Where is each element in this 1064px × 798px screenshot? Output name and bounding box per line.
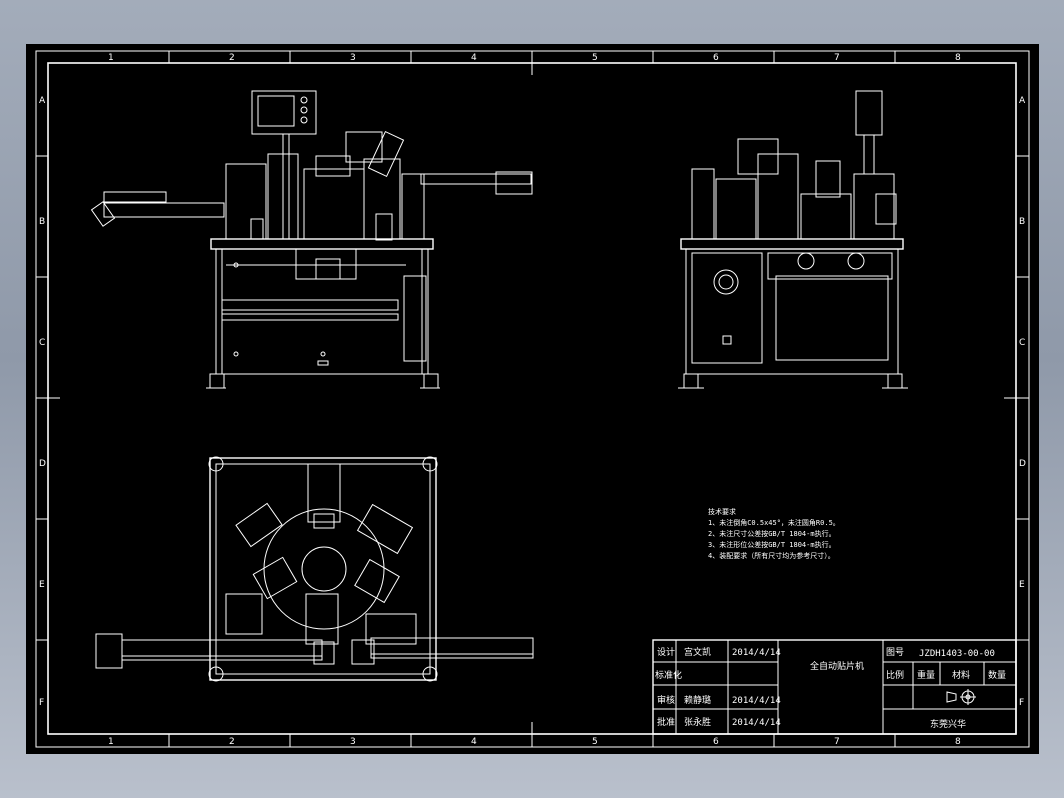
cad-drawing: 1 2 3 4 5 6 7 8 1 2 3 4 5 6 7 8 A B C D E F A B C D E F 技术要求 1、未… xyxy=(35,50,1030,748)
notes-line: 2、未注尺寸公差按GB/T 1804-m执行。 xyxy=(708,529,836,538)
top-view xyxy=(95,456,534,682)
tb-approver: 张永胜 xyxy=(684,716,711,728)
tb-drawing-no-label: 图号 xyxy=(886,647,904,658)
zone-label: 5 xyxy=(592,737,598,747)
zone-label: B xyxy=(1019,217,1025,227)
zone-label: C xyxy=(1019,338,1025,348)
tb-company: 东莞兴华 xyxy=(930,718,966,730)
zone-labels-top: 1 2 3 4 5 6 7 8 xyxy=(108,53,961,63)
zone-label: 8 xyxy=(955,737,961,747)
zone-label: E xyxy=(39,580,45,590)
zone-label: B xyxy=(39,217,45,227)
zone-label: 5 xyxy=(592,53,598,63)
zone-labels-right: A B C D E F xyxy=(1019,96,1026,708)
zone-label: 7 xyxy=(834,53,840,63)
tb-scale-label: 比例 xyxy=(886,669,904,681)
zone-label: 6 xyxy=(713,53,719,63)
tb-qty-label: 数量 xyxy=(988,669,1006,681)
tb-design-label: 设计 xyxy=(657,646,675,658)
notes-line: 1、未注倒角C0.5x45°，未注圆角R0.5。 xyxy=(708,518,840,527)
zone-label: E xyxy=(1019,580,1025,590)
zone-label: 2 xyxy=(229,53,235,63)
notes-line: 3、未注形位公差按GB/T 1804-m执行。 xyxy=(708,540,836,549)
zone-label: 4 xyxy=(471,53,477,63)
notes-line: 4、装配要求（所有尺寸均为参考尺寸）。 xyxy=(708,551,835,560)
tb-review-label: 审核 xyxy=(657,694,675,706)
title-block xyxy=(652,639,1017,735)
tb-drawing-no: JZDH1403-00-00 xyxy=(919,649,995,659)
inner-frame xyxy=(47,62,1017,735)
zone-label: D xyxy=(1019,459,1026,469)
front-view xyxy=(90,90,533,389)
tb-designer: 宫文凯 xyxy=(684,646,711,658)
zone-label: 8 xyxy=(955,53,961,63)
tb-approve-label: 批准 xyxy=(657,716,675,728)
drawing-viewport[interactable]: 1 2 3 4 5 6 7 8 1 2 3 4 5 6 7 8 A B C D E F A B C D E F 技术要求 1、未… xyxy=(26,44,1039,754)
zone-label: 3 xyxy=(350,737,356,747)
zone-label: 6 xyxy=(713,737,719,747)
zone-label: F xyxy=(1019,698,1024,708)
notes-line: 技术要求 xyxy=(708,507,736,516)
zone-labels-left: A B C D E F xyxy=(39,96,46,708)
zone-label: 2 xyxy=(229,737,235,747)
side-view xyxy=(678,90,908,389)
zone-label: F xyxy=(39,698,44,708)
zone-label: D xyxy=(39,459,46,469)
zone-label: C xyxy=(39,338,45,348)
zone-label: 1 xyxy=(108,737,114,747)
tb-design-date: 2014/4/14 xyxy=(732,648,781,658)
zone-label: 3 xyxy=(350,53,356,63)
tb-review-date: 2014/4/14 xyxy=(732,696,781,706)
tb-weight-label: 重量 xyxy=(917,669,935,681)
zone-label: 1 xyxy=(108,53,114,63)
zone-label: 7 xyxy=(834,737,840,747)
tb-approve-date: 2014/4/14 xyxy=(732,718,781,728)
technical-notes: 技术要求 1、未注倒角C0.5x45°，未注圆角R0.5。 2、未注尺寸公差按G… xyxy=(708,507,840,560)
zone-label: 4 xyxy=(471,737,477,747)
tb-standard-label: 标准化 xyxy=(655,669,682,681)
zone-label: A xyxy=(1019,96,1026,106)
tb-part-name: 全自动贴片机 xyxy=(810,660,864,672)
zone-label: A xyxy=(39,96,46,106)
tb-material-label: 材料 xyxy=(952,669,970,681)
tb-reviewer: 赖静璐 xyxy=(684,694,711,706)
zone-dividers xyxy=(36,51,1029,747)
zone-labels-bottom: 1 2 3 4 5 6 7 8 xyxy=(108,737,961,747)
